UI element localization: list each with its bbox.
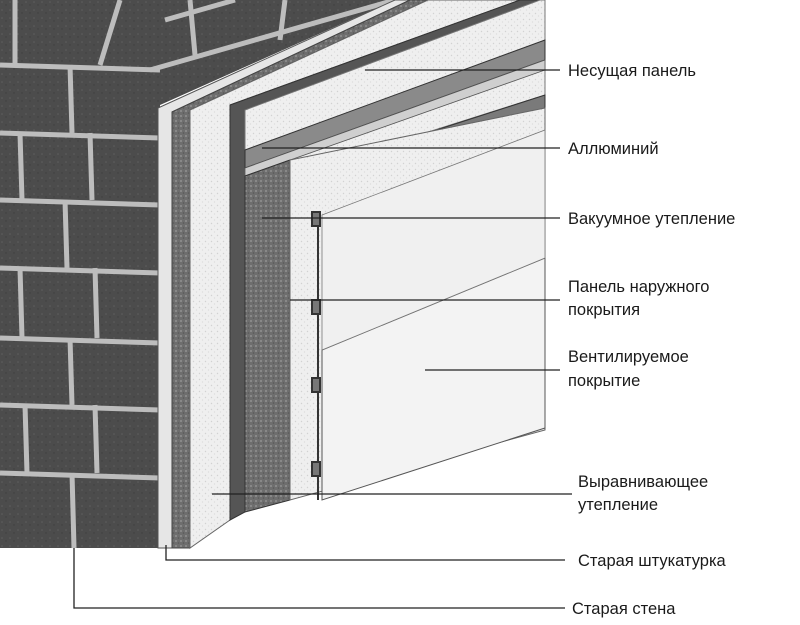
- cladding-upper-sheet: [321, 129, 546, 351]
- leader-old-plaster: [165, 545, 565, 561]
- label-aluminium: Аллюминий: [568, 140, 659, 158]
- label-outer-panel-line2: покрытия: [568, 301, 640, 319]
- label-old-wall: Старая стена: [572, 600, 676, 618]
- label-load-bearing-panel: Несущая панель: [568, 62, 696, 80]
- brick-mortar-lines: [0, 0, 396, 549]
- insulation-block: [244, 159, 291, 513]
- leader-old-wall: [73, 548, 565, 609]
- mounting-brackets: [311, 211, 321, 500]
- labels: Несущая панель Аллюминий Вакуумное утепл…: [568, 62, 735, 618]
- label-leveling-line1: Выравнивающее: [578, 473, 708, 491]
- label-ventilated-line1: Вентилируемое: [568, 348, 689, 366]
- label-outer-panel-line1: Панель наружного: [568, 278, 709, 296]
- label-vacuum-insulation: Вакуумное утепление: [568, 210, 735, 228]
- leader-lines: [73, 69, 572, 609]
- old-brick-wall: [0, 0, 396, 549]
- label-old-plaster: Старая штукатурка: [578, 552, 727, 570]
- label-ventilated-line2: покрытие: [568, 372, 640, 390]
- label-leveling-line2: утепление: [578, 496, 658, 514]
